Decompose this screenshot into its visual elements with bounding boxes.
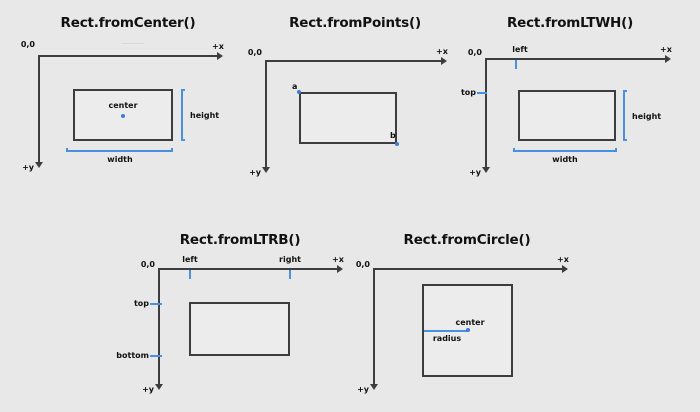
x-axis-line — [373, 268, 563, 270]
y-axis-label: +y — [249, 168, 261, 177]
diagram-from-circle: Rect.fromCircle() 0,0 +x +y center radiu… — [350, 210, 600, 412]
point-b-label: b — [390, 131, 396, 140]
diagram-title-from-circle: Rect.fromCircle() — [403, 232, 531, 248]
x-axis-label: +x — [332, 255, 344, 264]
rect-shape — [73, 89, 173, 141]
origin-label: 0,0 — [355, 260, 370, 269]
x-axis-arrow — [441, 57, 447, 65]
rect-shape — [189, 302, 290, 356]
x-axis-arrow — [665, 55, 671, 63]
y-axis-label: +y — [357, 385, 369, 394]
x-axis-line — [38, 55, 218, 57]
diagram-title-from-ltrb: Rect.fromLTRB() — [179, 232, 301, 248]
center-point — [121, 114, 125, 118]
y-axis-arrow — [262, 167, 270, 173]
y-axis-arrow — [482, 167, 490, 173]
diagram-from-points: Rect.fromPoints() 0,0 +x +y a b — [240, 0, 470, 200]
right-label: right — [279, 255, 301, 264]
x-axis-label: +x — [660, 45, 672, 54]
left-tick — [515, 60, 517, 69]
y-axis-line — [158, 268, 160, 385]
origin-label: 0,0 — [467, 48, 482, 57]
y-axis-arrow — [155, 384, 163, 390]
y-axis-line — [38, 55, 40, 163]
top-label: top — [133, 299, 149, 308]
y-axis-label: +y — [142, 385, 154, 394]
diagram-from-ltrb: Rect.fromLTRB() 0,0 +x +y left right top… — [116, 210, 370, 412]
y-axis-line — [265, 60, 267, 168]
y-axis-line — [373, 268, 375, 385]
x-axis-arrow — [562, 265, 568, 273]
radius-label: radius — [432, 334, 462, 343]
x-axis-line — [485, 58, 666, 60]
bottom-tick — [150, 355, 162, 357]
width-bracket — [66, 148, 173, 152]
width-label: width — [552, 155, 578, 164]
width-label: width — [107, 155, 133, 164]
x-axis-label: +x — [436, 47, 448, 56]
rect-shape — [299, 92, 397, 144]
x-axis-arrow — [217, 52, 223, 60]
y-axis-arrow — [35, 162, 43, 168]
top-tick — [477, 92, 487, 94]
left-tick — [189, 270, 191, 279]
height-bracket — [623, 90, 627, 141]
left-label: left — [182, 255, 198, 264]
height-label: height — [632, 112, 662, 121]
height-bracket — [181, 89, 185, 141]
diagram-title-from-center: Rect.fromCenter() — [60, 15, 196, 31]
origin-label: 0,0 — [20, 40, 35, 49]
origin-label: 0,0 — [247, 48, 262, 57]
rect-shape — [518, 90, 616, 141]
diagram-from-center: Rect.fromCenter() 0,0 +x +y center heigh… — [0, 0, 240, 200]
y-axis-label: +y — [469, 168, 481, 177]
left-label: left — [512, 45, 528, 54]
y-axis-label: +y — [22, 163, 34, 172]
origin-label: 0,0 — [140, 260, 155, 269]
faint-artifact-line — [122, 43, 144, 44]
height-label: height — [190, 111, 220, 120]
diagram-title-from-ltwh: Rect.fromLTWH() — [506, 15, 634, 31]
point-b-marker — [395, 142, 399, 146]
center-label: center — [455, 318, 485, 327]
x-axis-line — [158, 268, 338, 270]
top-label: top — [460, 88, 476, 97]
x-axis-label: +x — [212, 42, 224, 51]
right-tick — [289, 270, 291, 279]
point-a-label: a — [292, 82, 298, 91]
diagram-from-ltwh: Rect.fromLTWH() 0,0 +x +y left top heigh… — [461, 0, 700, 200]
top-tick — [150, 303, 162, 305]
diagram-title-from-points: Rect.fromPoints() — [289, 15, 421, 31]
y-axis-line — [485, 58, 487, 168]
bottom-label: bottom — [116, 351, 149, 360]
radius-line — [424, 330, 468, 332]
x-axis-label: +x — [557, 255, 569, 264]
center-label: center — [108, 101, 138, 110]
x-axis-line — [265, 60, 442, 62]
width-bracket — [513, 148, 617, 152]
point-a-marker — [297, 90, 301, 94]
y-axis-arrow — [370, 384, 378, 390]
center-point — [466, 328, 470, 332]
x-axis-arrow — [337, 265, 343, 273]
